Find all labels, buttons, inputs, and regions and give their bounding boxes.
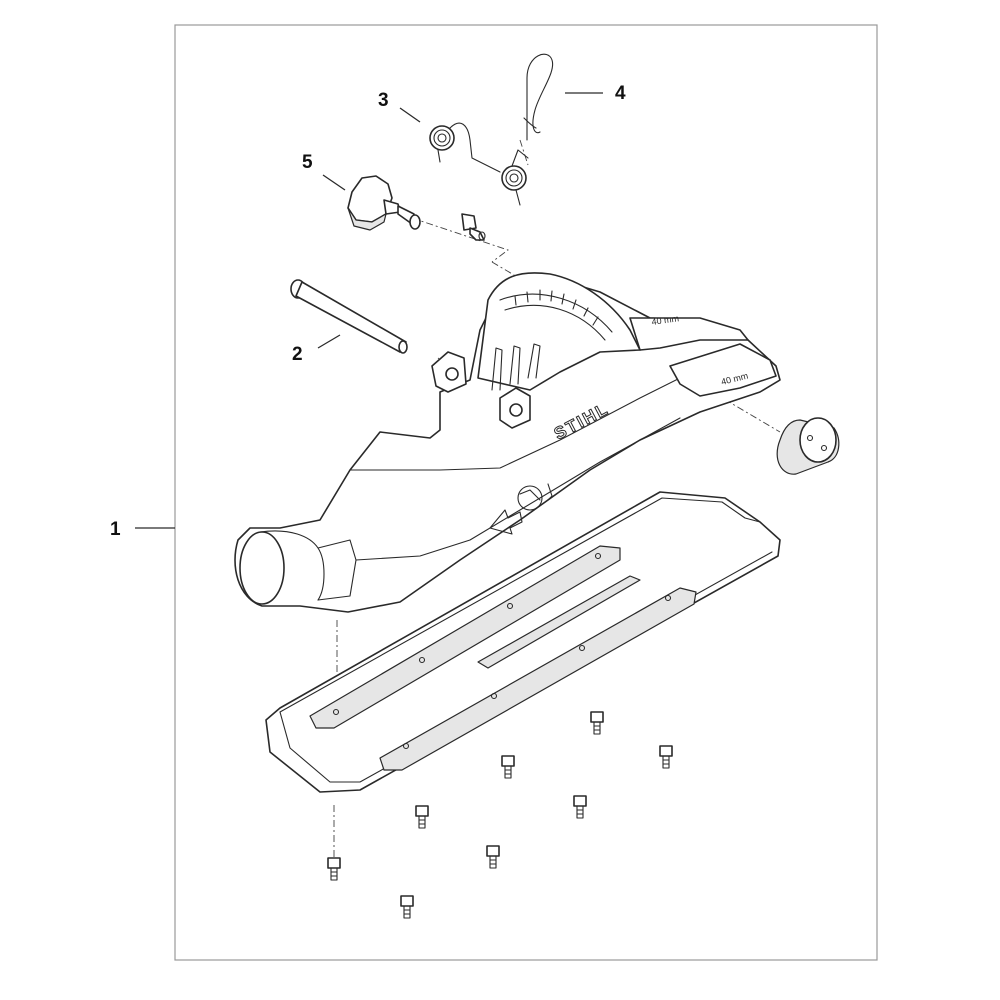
callout-1[interactable]: 1 [110, 519, 175, 540]
screw-8[interactable] [400, 895, 414, 919]
callout-4[interactable]: 4 [565, 83, 626, 104]
rubber-bumper[interactable] [776, 417, 840, 475]
base-plate[interactable] [265, 491, 781, 793]
leader-line-3 [399, 107, 421, 123]
scale-ticks [514, 289, 599, 326]
hairpin-clip[interactable] [523, 53, 554, 141]
callout-5[interactable]: 5 [302, 152, 346, 191]
screw-holes [332, 552, 672, 750]
leader-line-5 [322, 174, 346, 191]
depth-marking-upper: 40 mm [651, 313, 680, 327]
leader-line-2 [317, 334, 341, 349]
callout-2-label: 2 [292, 344, 303, 365]
comb-ribs [491, 343, 541, 391]
guide-housing[interactable]: 40 mm 40 mm STIHL [234, 272, 781, 613]
fastening-screws[interactable] [327, 711, 673, 919]
screw-3[interactable] [501, 755, 515, 779]
callout-3[interactable]: 3 [378, 90, 421, 123]
slot-upper [309, 545, 621, 729]
screw-5[interactable] [415, 805, 429, 829]
star-knob[interactable] [347, 175, 421, 231]
shoulder-screw[interactable] [461, 213, 486, 241]
callout-1-label: 1 [110, 519, 121, 540]
slot-lower [379, 587, 697, 771]
direction-arrow-icon [489, 509, 523, 535]
callout-2[interactable]: 2 [292, 334, 341, 365]
assembly-frame [174, 24, 878, 961]
screw-4[interactable] [573, 795, 587, 819]
callout-3-label: 3 [378, 90, 389, 111]
rotation-symbol [517, 483, 553, 511]
callout-5-label: 5 [302, 152, 313, 173]
callout-4-label: 4 [615, 83, 626, 104]
hinge-pin[interactable] [290, 279, 408, 354]
torsion-spring[interactable] [429, 122, 529, 206]
slot-center [477, 575, 641, 669]
screw-6[interactable] [486, 845, 500, 869]
screw-1[interactable] [590, 711, 604, 735]
screw-2[interactable] [659, 745, 673, 769]
screw-7[interactable] [327, 857, 341, 881]
